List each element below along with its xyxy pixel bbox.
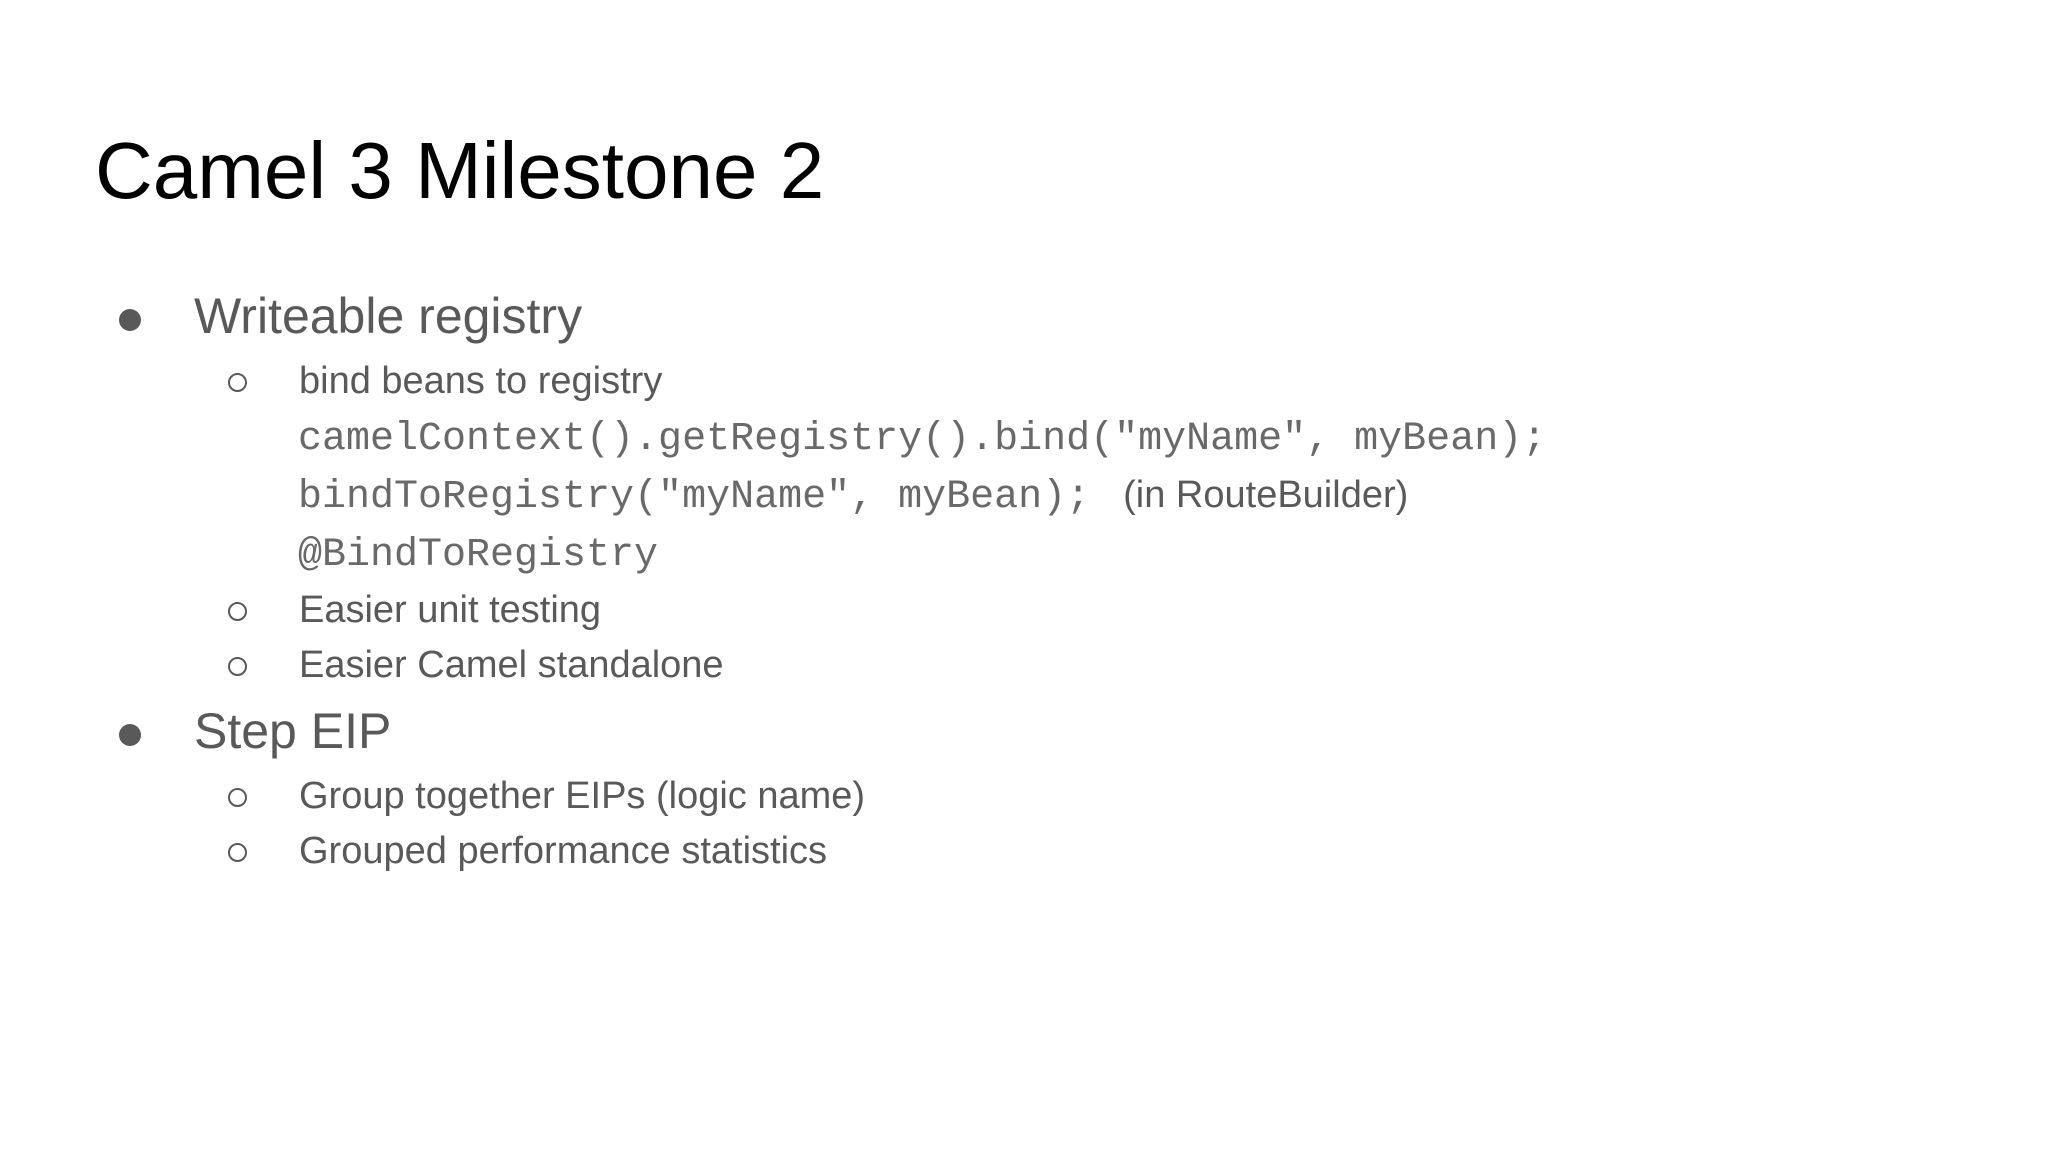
- bullet-hollow-icon: [228, 657, 247, 677]
- bullet-hollow-icon: [228, 788, 247, 808]
- code-annotation: (in RouteBuilder): [1123, 474, 1409, 516]
- bullet-hollow-icon: [228, 602, 247, 622]
- bullet-hollow-icon: [228, 373, 247, 393]
- code-text: @BindToRegistry: [298, 533, 659, 578]
- bullet-filled-icon: [119, 723, 141, 746]
- bullet-filled-icon: [119, 308, 141, 331]
- bullet-hollow-icon: [228, 843, 247, 863]
- list-item-label: Grouped performance statistics: [299, 830, 828, 872]
- list-item-level2: Easier unit testing: [0, 583, 2048, 638]
- code-text: bindToRegistry("myName", myBean);: [298, 475, 1091, 520]
- code-line: camelContext().getRegistry().bind("myNam…: [0, 409, 2048, 467]
- slide-title: Camel 3 Milestone 2: [95, 126, 825, 215]
- list-item-level2: Group together EIPs (logic name): [0, 769, 2048, 824]
- list-item-level2: Grouped performance statistics: [0, 824, 2048, 879]
- list-item-label: Group together EIPs (logic name): [299, 775, 866, 817]
- list-item-label: Easier Camel standalone: [299, 644, 724, 686]
- list-item-label: Step EIP: [194, 703, 392, 759]
- bullet-list: Writeable registry bind beans to registr…: [0, 278, 2048, 879]
- list-item-label: bind beans to registry: [299, 360, 663, 402]
- list-item-label: Writeable registry: [194, 288, 583, 344]
- list-item-level1: Step EIP: [0, 693, 2048, 769]
- code-line: bindToRegistry("myName", myBean); (in Rou…: [0, 467, 2048, 525]
- list-item-level2: bind beans to registry: [0, 354, 2048, 409]
- code-text: camelContext().getRegistry().bind("myNam…: [298, 417, 1547, 462]
- code-line: @BindToRegistry: [0, 525, 2048, 583]
- list-item-label: Easier unit testing: [299, 589, 602, 631]
- list-item-level2: Easier Camel standalone: [0, 638, 2048, 693]
- list-item-level1: Writeable registry: [0, 278, 2048, 354]
